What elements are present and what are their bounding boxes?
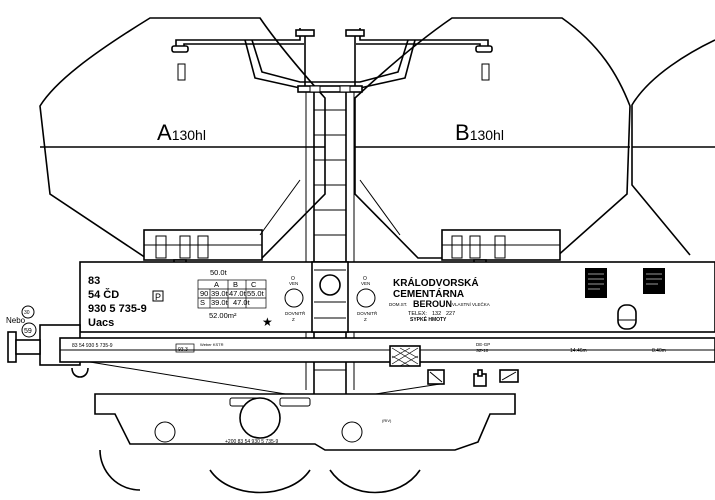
- valve-right: O VEN DOVNITŘ Z: [356, 276, 378, 322]
- svg-text:(RIV): (RIV): [382, 418, 392, 423]
- axlebox-center: [239, 397, 281, 439]
- bogie-number: +200 83 54 930 5 735-9: [225, 439, 278, 445]
- top-pipework: [171, 28, 493, 236]
- axlebox-right: [341, 421, 363, 443]
- svg-text:VEN: VEN: [289, 281, 298, 286]
- owner-city: BEROUN: [413, 299, 452, 309]
- svg-text:O: O: [291, 276, 295, 282]
- wheel-left: [99, 449, 141, 491]
- hopper-b-label: B130hl: [455, 120, 504, 145]
- wagon-id-line3: 930 5 735-9: [88, 303, 147, 315]
- hopper-a-label: A130hl: [157, 120, 206, 145]
- hopper-c-outline: [631, 39, 715, 256]
- svg-text:DE-GP: DE-GP: [476, 342, 490, 347]
- svg-text:B: B: [233, 280, 238, 289]
- svg-text:Z: Z: [292, 317, 295, 322]
- svg-text:DOVNITŘ: DOVNITŘ: [285, 309, 306, 316]
- svg-text:SYPKÉ HMOTY: SYPKÉ HMOTY: [410, 315, 447, 323]
- wagon-id: 83 54 ČD 930 5 735-9 Uacs: [88, 275, 147, 329]
- hopper-tanks: A130hl B130hl: [39, 17, 715, 295]
- svg-text:A: A: [214, 280, 219, 289]
- frame-center-small: Weber KSTR: [200, 342, 224, 347]
- valve-left: O VEN DOVNITŘ Z: [284, 276, 306, 322]
- hopper-b-outline: [354, 17, 631, 259]
- svg-text:C: C: [251, 280, 257, 289]
- svg-text:VLASTNÍ VLEČKA: VLASTNÍ VLEČKA: [452, 301, 490, 307]
- wagon-id-line4: Uacs: [88, 317, 114, 329]
- discharge-box-b: [441, 229, 561, 261]
- brake-cylinder-right: [617, 304, 637, 330]
- svg-text:132: 132: [432, 311, 441, 317]
- distance-2: 8.40m: [652, 348, 666, 354]
- svg-text:30: 30: [24, 310, 30, 316]
- sole-bar: [79, 261, 715, 333]
- wheel-center: [209, 469, 311, 494]
- svg-text:55.0t: 55.0t: [247, 289, 265, 298]
- hatch-a: [177, 63, 186, 81]
- svg-text:VEN: VEN: [361, 281, 370, 286]
- svg-text:SZ-10: SZ-10: [476, 348, 489, 353]
- distance-1: 14.46m: [570, 348, 587, 354]
- load-table-area: 52.00m²: [209, 311, 237, 320]
- axlebox-left: [154, 421, 176, 443]
- owner-line2: CEMENTÁRNA: [393, 287, 464, 300]
- svg-text:O: O: [363, 276, 367, 282]
- svg-text:90: 90: [200, 289, 208, 298]
- wheel-right: [329, 469, 421, 494]
- svg-text:P: P: [155, 292, 161, 302]
- star-icon: ★: [262, 315, 273, 329]
- svg-text:39.0t: 39.0t: [211, 298, 229, 307]
- owner-line1: KRÁLODVORSKÁ: [393, 276, 479, 289]
- hatch-b: [481, 63, 490, 81]
- svg-text:DOVNITŘ: DOVNITŘ: [357, 309, 378, 316]
- p-mark-box: P: [152, 290, 164, 302]
- svg-text:227: 227: [446, 311, 455, 317]
- svg-text:59: 59: [24, 328, 32, 335]
- frame-number-left: 83 54 930 5 735-9: [72, 343, 113, 349]
- svg-text:S: S: [200, 298, 205, 307]
- owner-block: KRÁLODVORSKÁ CEMENTÁRNA DOM.ST. BEROUN V…: [389, 276, 490, 323]
- svg-text:47.0t: 47.0t: [233, 298, 251, 307]
- black-plates: [585, 268, 665, 298]
- svg-text:DOM.ST.: DOM.ST.: [389, 302, 407, 307]
- nebo-label: Nebo: [6, 316, 26, 325]
- svg-text:TELEX:: TELEX:: [408, 311, 427, 317]
- load-table: 50.0t A B C 90 39.0t 47.0t 55.0t S 39.0t…: [197, 268, 273, 329]
- discharge-box-a: [143, 229, 263, 261]
- bogie: +200 83 54 930 5 735-9 (RIV): [94, 393, 516, 494]
- wagon-id-line2: 54 ČD: [88, 288, 119, 301]
- svg-text:47.0t: 47.0t: [229, 289, 247, 298]
- load-table-top: 50.0t: [210, 268, 228, 277]
- svg-text:Z: Z: [364, 317, 367, 322]
- svg-text:39.0t: 39.0t: [211, 289, 229, 298]
- wagon-id-line1: 83: [88, 275, 100, 287]
- under-frame: 83 54 930 5 735-9 Weber KSTR 93.3 DE-GP …: [59, 337, 715, 399]
- svg-text:93.3: 93.3: [178, 347, 188, 353]
